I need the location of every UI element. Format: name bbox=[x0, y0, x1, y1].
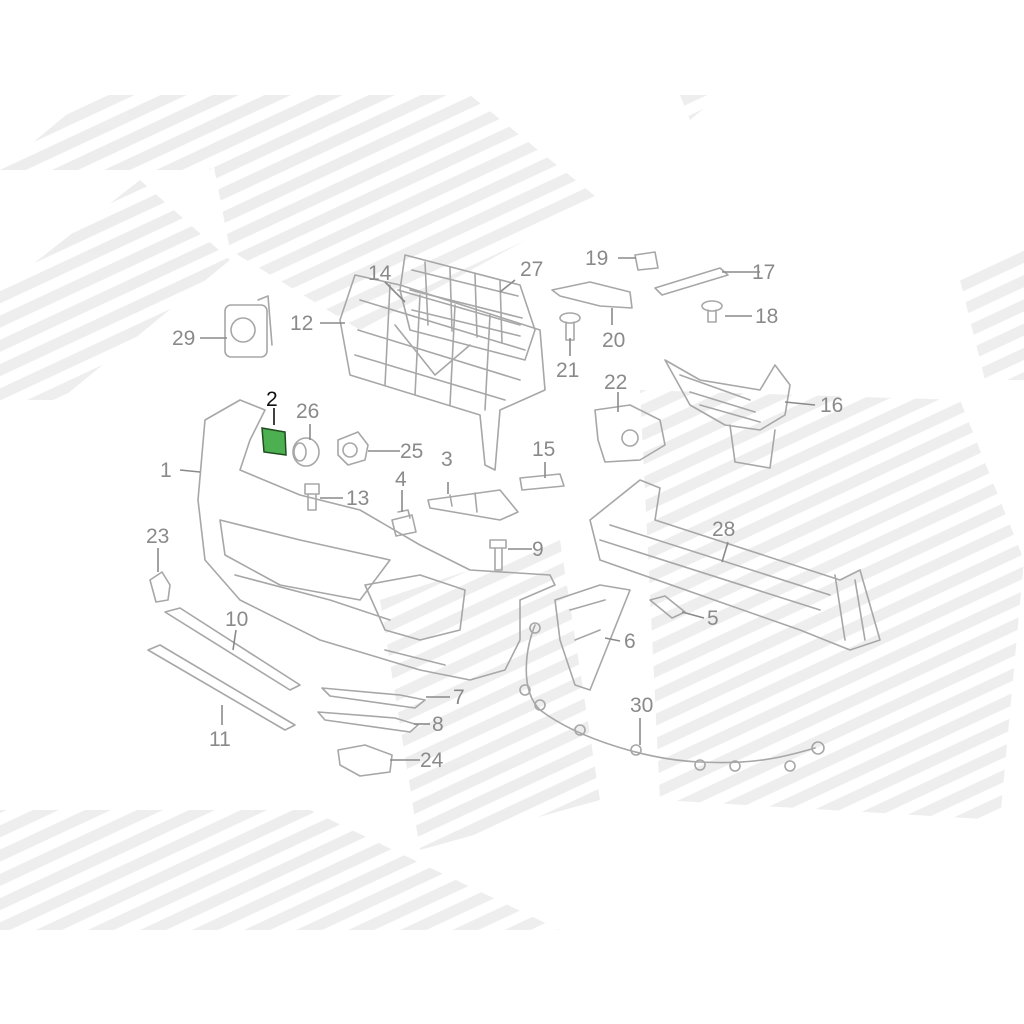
callout-11[interactable]: 11 bbox=[209, 728, 231, 751]
callout-17[interactable]: 17 bbox=[752, 261, 775, 284]
callout-27[interactable]: 27 bbox=[520, 258, 543, 281]
part-25-sensor[interactable] bbox=[337, 431, 369, 466]
part-21-screw[interactable] bbox=[559, 312, 581, 341]
part-30-wiring-harness[interactable] bbox=[519, 622, 825, 772]
callout-18[interactable]: 18 bbox=[755, 305, 778, 328]
part-11-lower-trim[interactable] bbox=[147, 644, 296, 731]
callout-16[interactable]: 16 bbox=[820, 394, 843, 417]
callout-15[interactable]: 15 bbox=[532, 438, 555, 461]
part-29-sensor-bracket[interactable] bbox=[224, 295, 273, 358]
callout-21[interactable]: 21 bbox=[556, 359, 579, 382]
watermark bbox=[0, 95, 1024, 930]
callout-8[interactable]: 8 bbox=[432, 713, 444, 736]
callout-1[interactable]: 1 bbox=[160, 459, 172, 482]
part-3-bracket[interactable] bbox=[427, 489, 519, 521]
callout-3[interactable]: 3 bbox=[441, 448, 453, 471]
part-20-bracket[interactable] bbox=[551, 281, 633, 309]
callout-22[interactable]: 22 bbox=[604, 371, 627, 394]
part-4-clip[interactable] bbox=[391, 509, 417, 537]
part-26-plug[interactable] bbox=[292, 437, 320, 467]
callout-23[interactable]: 23 bbox=[146, 525, 169, 548]
leader-lines bbox=[157, 257, 816, 761]
callout-26[interactable]: 26 bbox=[296, 400, 319, 423]
part-7-trim[interactable] bbox=[321, 687, 426, 709]
part-13-bolt[interactable] bbox=[304, 483, 320, 511]
part-28-reinforcement-bar[interactable] bbox=[589, 479, 881, 651]
callout-12[interactable]: 12 bbox=[290, 312, 313, 335]
callout-30[interactable]: 30 bbox=[630, 694, 653, 717]
part-10-lower-trim[interactable] bbox=[164, 607, 301, 691]
part-16-side-grille[interactable] bbox=[664, 359, 791, 469]
callout-7[interactable]: 7 bbox=[453, 686, 465, 709]
part-12-grille-frame[interactable] bbox=[339, 274, 546, 471]
part-18-screw[interactable] bbox=[701, 300, 723, 323]
callout-13[interactable]: 13 bbox=[346, 487, 369, 510]
callout-4[interactable]: 4 bbox=[395, 468, 407, 491]
callout-20[interactable]: 20 bbox=[602, 329, 625, 352]
part-2-highlighted-bracket[interactable] bbox=[261, 427, 287, 456]
callout-2[interactable]: 2 bbox=[266, 388, 278, 411]
callout-5[interactable]: 5 bbox=[707, 607, 719, 630]
callout-29[interactable]: 29 bbox=[172, 327, 195, 350]
part-8-trim[interactable] bbox=[317, 711, 419, 733]
callout-24[interactable]: 24 bbox=[420, 749, 444, 772]
callout-28[interactable]: 28 bbox=[712, 518, 735, 541]
part-22-bracket[interactable] bbox=[594, 404, 666, 463]
callout-10[interactable]: 10 bbox=[225, 608, 248, 631]
part-15-small-bracket[interactable] bbox=[519, 473, 565, 491]
part-9-bolt[interactable] bbox=[489, 539, 507, 571]
callout-9[interactable]: 9 bbox=[532, 538, 544, 561]
part-23-cap[interactable] bbox=[149, 571, 171, 603]
callout-labels: 1 2 3 4 5 6 7 8 9 10 11 12 13 14 15 16 1… bbox=[146, 247, 843, 772]
callout-19[interactable]: 19 bbox=[585, 247, 608, 270]
callout-6[interactable]: 6 bbox=[624, 630, 636, 653]
part-17-trim-strip[interactable] bbox=[654, 267, 729, 296]
part-19-clip[interactable] bbox=[634, 251, 659, 271]
callout-14[interactable]: 14 bbox=[368, 262, 392, 285]
part-1-bumper-cover[interactable] bbox=[197, 399, 556, 681]
part-6-bracket[interactable] bbox=[554, 584, 631, 691]
part-24-fog-bezel[interactable] bbox=[337, 744, 393, 777]
callout-25[interactable]: 25 bbox=[400, 440, 423, 463]
